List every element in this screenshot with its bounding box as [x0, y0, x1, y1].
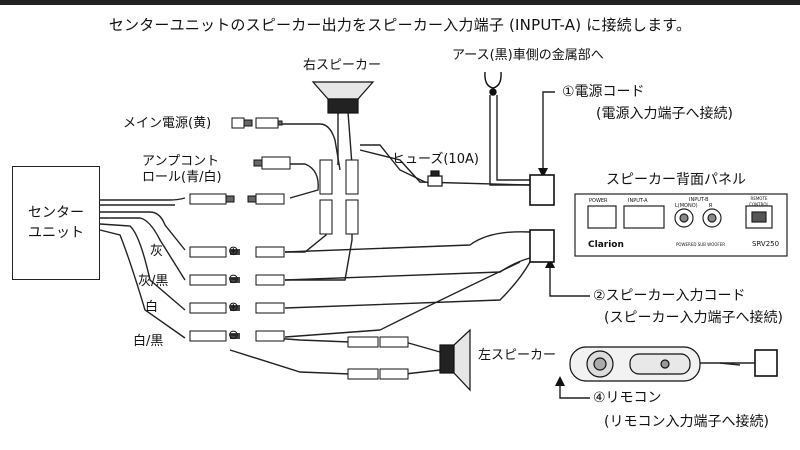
white-black-wire-label: 白/黒 — [133, 334, 164, 349]
panel-r-label: R — [709, 203, 713, 209]
plus-mark-white: ⊕ — [228, 300, 239, 315]
right-speaker-label: 右スピーカー — [303, 58, 382, 73]
amp-control-label-1: アンプコント — [142, 154, 220, 169]
center-unit-line2: ユニット — [28, 225, 84, 241]
panel-brand-logo: Clarion — [588, 240, 624, 250]
speaker-cord-callout: ②スピーカー入力コード — [593, 288, 746, 304]
minus-mark-white: ⊖ — [228, 328, 239, 343]
fuse-label: ヒューズ(10A) — [392, 152, 479, 167]
panel-l-mono-label: L(MONO) — [675, 203, 698, 209]
right-speaker-icon — [311, 81, 375, 114]
center-unit-box: センター ユニット — [12, 166, 100, 280]
top-rule — [0, 0, 800, 5]
panel-input-a-label: INPUT-A — [628, 198, 648, 204]
remote-callout: ④リモコン — [593, 390, 662, 406]
ground-lug-icon — [484, 71, 502, 96]
center-unit-line1: センター — [28, 205, 84, 221]
remote-control-icon — [569, 346, 701, 382]
power-cord-plug — [529, 174, 555, 206]
panel-title: スピーカー背面パネル — [606, 172, 746, 188]
panel-model-label: SRV250 — [752, 240, 780, 248]
plus-mark-gray: ⊕ — [228, 244, 239, 259]
panel-desc-label: POWERED SUB WOOFER — [676, 242, 726, 247]
left-speaker-icon — [439, 328, 471, 392]
power-cord-callout: ①電源コード — [562, 84, 645, 100]
panel-power-label: POWER — [589, 198, 608, 204]
main-power-label: メイン電源(黄) — [123, 116, 212, 131]
back-panel-illustration — [574, 193, 788, 257]
power-cord-callout-sub: (電源入力端子へ接続) — [596, 106, 733, 122]
speaker-cord-callout-sub: (スピーカー入力端子へ接続) — [604, 310, 783, 326]
speaker-cord-plug — [529, 229, 555, 263]
minus-mark-gray: ⊖ — [228, 272, 239, 287]
amp-control-label-2: ロール(青/白) — [142, 170, 222, 185]
left-speaker-label: 左スピーカー — [478, 348, 557, 363]
panel-remote-label: REMOTE CONTROL — [749, 196, 769, 207]
gray-black-wire-label: 灰/黒 — [138, 274, 169, 289]
page-title: センターユニットのスピーカー出力をスピーカー入力端子 (INPUT-A) に接続… — [108, 16, 692, 34]
gray-wire-label: 灰 — [150, 244, 164, 259]
remote-callout-sub: (リモコン入力端子へ接続) — [604, 414, 769, 430]
panel-input-b-label: INPUT-B — [689, 197, 709, 203]
white-wire-label: 白 — [145, 300, 159, 315]
ground-label: アース(黒)車側の金属部へ — [452, 48, 604, 63]
fuse-icon — [427, 170, 443, 187]
